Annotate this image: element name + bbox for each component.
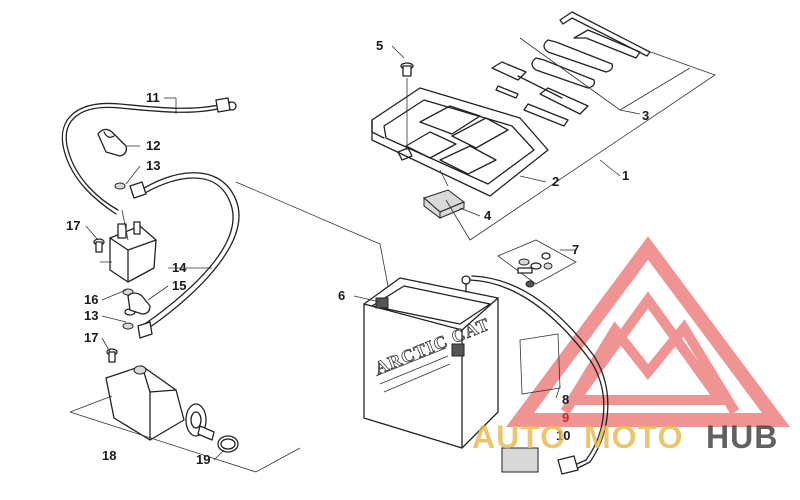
tool-tray xyxy=(371,87,549,197)
callout-17a: 17 xyxy=(66,218,80,233)
leader-lines xyxy=(85,45,547,461)
screw-17-upper xyxy=(93,238,105,253)
starter-relay xyxy=(100,221,157,283)
callout-4: 4 xyxy=(484,208,492,223)
callout-5: 5 xyxy=(376,38,383,53)
callout-labels: 1 2 3 4 5 6 7 8 9 10 11 12 13 13 14 15 1… xyxy=(66,38,649,467)
callout-15: 15 xyxy=(172,278,186,293)
callout-10: 10 xyxy=(556,428,570,443)
hardware-kit xyxy=(497,239,577,288)
cable-14 xyxy=(129,172,240,339)
callout-7: 7 xyxy=(572,242,579,257)
o-ring xyxy=(217,435,239,453)
callout-9: 9 xyxy=(562,410,569,425)
foam-pad xyxy=(423,189,465,219)
screw-5 xyxy=(400,62,414,150)
watermark-text: AUTO MOTO HUB xyxy=(472,419,778,455)
callout-11: 11 xyxy=(146,90,160,105)
pad-10 xyxy=(501,447,539,473)
callout-1: 1 xyxy=(622,168,629,183)
battery: ARCTIC CAT xyxy=(363,277,499,449)
watermark-hub: HUB xyxy=(706,419,778,455)
boot-15 xyxy=(127,292,151,315)
callout-13b: 13 xyxy=(84,308,98,323)
cable-11 xyxy=(61,97,237,215)
nut-13-upper xyxy=(114,182,126,190)
callout-18: 18 xyxy=(102,448,116,463)
callout-2: 2 xyxy=(552,174,559,189)
watermark-auto: AUTO xyxy=(472,419,566,455)
callout-13a: 13 xyxy=(146,158,160,173)
callout-16: 16 xyxy=(84,292,98,307)
callout-6: 6 xyxy=(338,288,345,303)
callout-8: 8 xyxy=(562,392,569,407)
label-8 xyxy=(519,333,561,395)
callout-12: 12 xyxy=(146,138,160,153)
screw-17-lower xyxy=(106,348,118,363)
callout-3: 3 xyxy=(642,108,649,123)
callout-14: 14 xyxy=(172,260,187,275)
boot-12 xyxy=(97,128,128,157)
callout-19: 19 xyxy=(196,452,210,467)
battery-cable xyxy=(461,275,609,475)
watermark-moto: MOTO xyxy=(584,419,683,455)
starter-motor xyxy=(105,365,215,441)
tool-kit xyxy=(491,11,651,127)
callout-17b: 17 xyxy=(84,330,98,345)
watermark-logo xyxy=(506,236,790,427)
